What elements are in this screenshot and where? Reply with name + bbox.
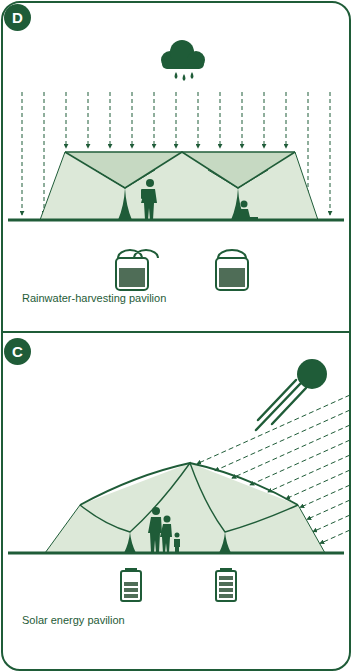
sun-ray: [268, 455, 350, 492]
section-badge: D: [4, 4, 31, 31]
rain-line: [132, 92, 133, 148]
caption-text: Solar energy pavilion: [22, 614, 125, 627]
rain-line: [286, 92, 287, 148]
ground-line: [8, 552, 344, 555]
rain-line: [242, 92, 243, 148]
rain-line: [44, 92, 45, 215]
rain-line: [330, 92, 331, 215]
rain-line: [264, 92, 265, 148]
rain-pavilion: [40, 152, 318, 220]
badge-letter: C: [12, 344, 23, 359]
caption-text: Rainwater-harvesting pavilion: [22, 292, 166, 305]
sun-ray: [320, 530, 350, 544]
rain-line: [176, 92, 177, 148]
sun-icon: [256, 359, 327, 430]
battery-icon: [121, 568, 236, 601]
badge-letter: D: [12, 10, 23, 25]
rain-line: [154, 92, 155, 148]
ground-line: [8, 219, 344, 222]
sun-ray: [215, 410, 350, 471]
sun-ray: [250, 440, 350, 485]
sun-ray: [307, 500, 350, 519]
sun-ray: [232, 425, 350, 478]
divider: [2, 331, 350, 333]
sun-ray: [300, 485, 350, 508]
rain-line: [110, 92, 111, 148]
rain-line: [88, 92, 89, 148]
sun-ray: [313, 515, 350, 532]
solar-pavilion: [45, 463, 325, 553]
sun-ray: [286, 470, 350, 499]
cloud-icon: [161, 40, 205, 81]
water-tank-icon: [116, 250, 248, 290]
rain-line: [220, 92, 221, 148]
rain-line: [198, 92, 199, 148]
rain-line: [66, 92, 67, 148]
rain-line: [22, 92, 23, 215]
section-badge: C: [4, 338, 31, 365]
